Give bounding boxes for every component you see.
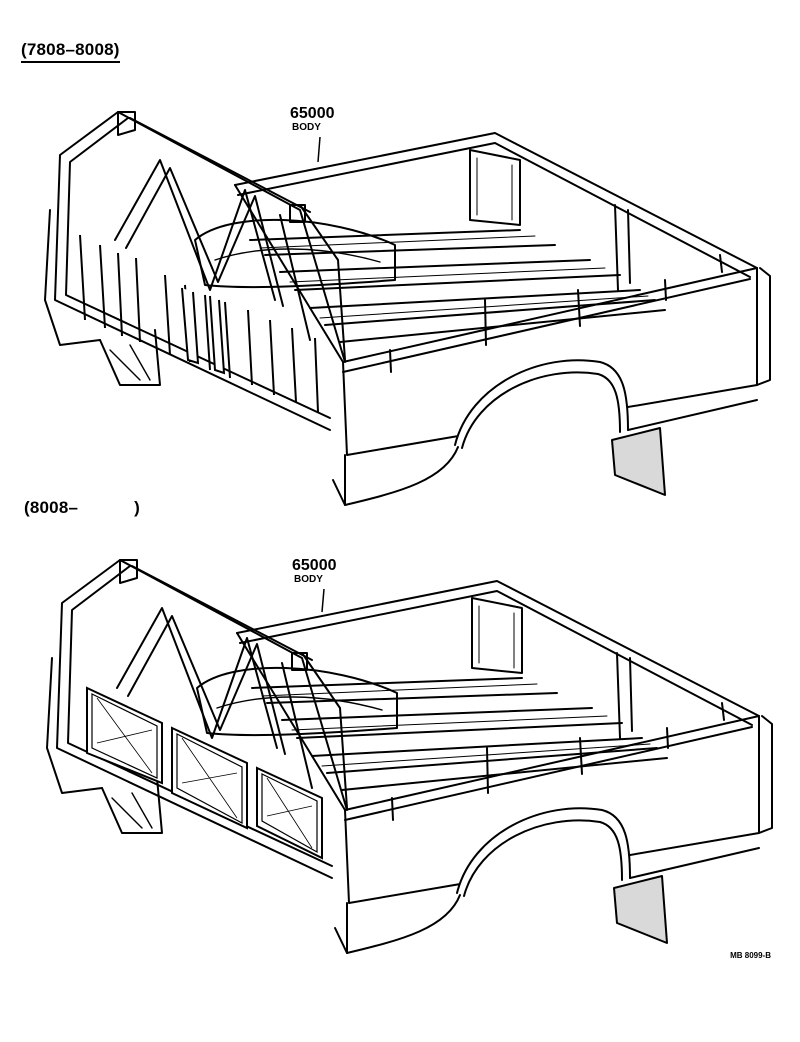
callout-bottom: 65000 BODY — [292, 558, 337, 585]
drawing-code: MB 8099-B — [730, 951, 771, 960]
date-range-top: (7808–8008) — [21, 40, 120, 63]
truck-bed-top — [44, 111, 771, 506]
leader-line-top — [318, 137, 320, 162]
part-name-top: BODY — [292, 122, 321, 133]
part-number-bottom: 65000 — [292, 557, 337, 574]
part-number-top: 65000 — [290, 105, 335, 122]
truck-bed-bottom — [46, 559, 773, 954]
date-range-bottom-end: ) — [134, 498, 141, 517]
leader-line-bottom — [322, 589, 324, 612]
callout-top: 65000 BODY — [290, 106, 335, 133]
date-range-bottom-start: (8008– — [24, 498, 79, 517]
date-range-bottom: (8008–) — [24, 498, 140, 518]
part-name-bottom: BODY — [294, 574, 323, 585]
